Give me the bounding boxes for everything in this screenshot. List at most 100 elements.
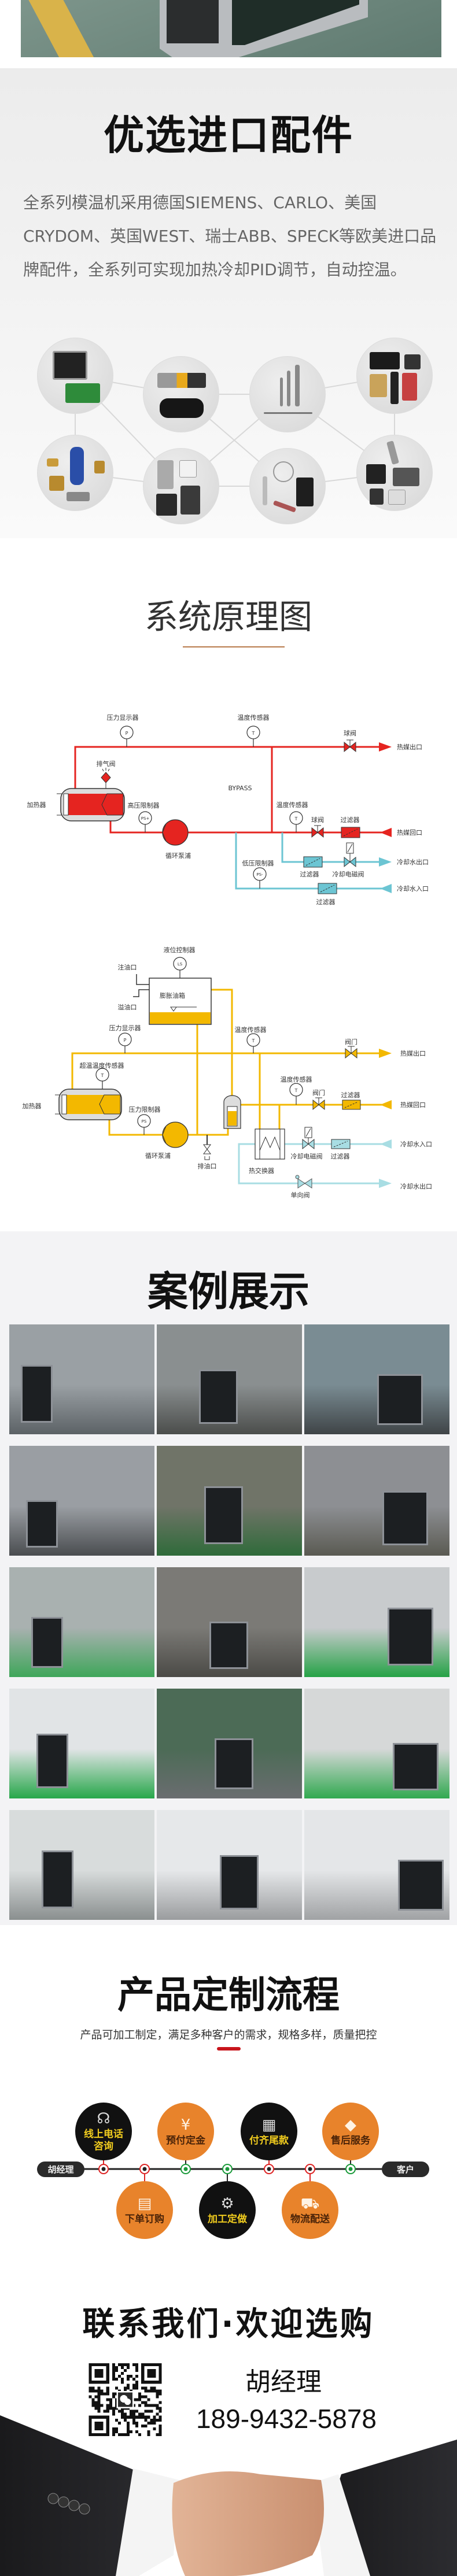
label-overtemp-sensor: 超温温度传感器 bbox=[80, 1061, 124, 1069]
qr-module bbox=[147, 2421, 150, 2425]
qr-module bbox=[97, 2401, 101, 2404]
qr-module bbox=[144, 2415, 148, 2419]
qr-module bbox=[97, 2389, 101, 2393]
qr-module bbox=[141, 2415, 145, 2419]
qr-module bbox=[112, 2363, 115, 2367]
contact-phone[interactable]: 189-9432-5878 bbox=[196, 2404, 377, 2434]
mold-temperature-machine bbox=[393, 1743, 438, 1790]
gauge-letter: LS bbox=[178, 962, 183, 967]
outlet-valve-icon bbox=[345, 1046, 358, 1059]
qr-module bbox=[115, 2398, 118, 2401]
case-photo bbox=[9, 1446, 154, 1556]
mold-temperature-machine bbox=[388, 1608, 433, 1665]
heater-icon bbox=[55, 1089, 122, 1120]
mold-temperature-machine bbox=[377, 1374, 423, 1425]
label-return-temp-sensor: 温度传感器 bbox=[281, 1075, 312, 1083]
qr-module bbox=[123, 2369, 127, 2373]
qr-module bbox=[150, 2404, 153, 2407]
qr-module bbox=[141, 2424, 145, 2427]
qr-module bbox=[141, 2412, 145, 2416]
label-return-ball-valve: 球阀 bbox=[311, 816, 324, 824]
label-drain: 排油口 bbox=[198, 1162, 217, 1170]
label-return-filter: 过滤器 bbox=[341, 1091, 360, 1099]
case-photo bbox=[304, 1324, 449, 1434]
cooling-solenoid-valve-icon bbox=[344, 842, 356, 868]
qr-module bbox=[106, 2392, 109, 2396]
mold-temperature-machine bbox=[209, 1622, 248, 1669]
qr-module bbox=[135, 2410, 139, 2413]
qr-module bbox=[147, 2433, 150, 2436]
qr-module bbox=[127, 2363, 130, 2367]
qr-module bbox=[97, 2386, 101, 2390]
hot-outlet-arrow bbox=[379, 1049, 392, 1058]
label-cool-outlet: 冷却水出口 bbox=[400, 1182, 432, 1190]
money-bag-icon: ¥ bbox=[180, 2116, 191, 2134]
qr-module bbox=[117, 2363, 121, 2367]
qr-module bbox=[138, 2392, 142, 2396]
qr-module bbox=[109, 2401, 112, 2404]
return-temperature-gauge-icon bbox=[289, 1083, 303, 1097]
qr-module bbox=[123, 2386, 127, 2390]
qr-module bbox=[109, 2407, 112, 2410]
case-photo bbox=[304, 1567, 449, 1677]
step-label: 预付定金 bbox=[166, 2134, 205, 2146]
qr-module bbox=[156, 2395, 159, 2399]
circulation-pump-icon bbox=[162, 1122, 189, 1148]
qr-module bbox=[156, 2407, 159, 2410]
product-photo bbox=[21, 0, 441, 57]
qr-module bbox=[130, 2410, 133, 2413]
left-cuff bbox=[116, 2468, 179, 2576]
qr-module bbox=[159, 2407, 162, 2410]
label-high-pressure-limiter: 高压限制器 bbox=[128, 801, 160, 809]
label-vent-valve: 排气阀 bbox=[97, 760, 116, 768]
label-level-controller: 液位控制器 bbox=[164, 946, 196, 954]
wechat-qr-code[interactable] bbox=[89, 2363, 162, 2436]
qr-module bbox=[150, 2410, 153, 2413]
label-cooling-solenoid: 冷却电磁阀 bbox=[333, 870, 364, 878]
qr-module bbox=[97, 2398, 101, 2401]
gauge-letter: PS bbox=[142, 1119, 147, 1124]
qr-module bbox=[150, 2389, 153, 2393]
label-pressure-display: 压力显示器 bbox=[107, 714, 139, 721]
cool-outlet-arrow bbox=[379, 1179, 392, 1188]
label-pump: 循环泵浦 bbox=[165, 852, 191, 860]
qr-module bbox=[103, 2392, 106, 2396]
qr-module bbox=[112, 2412, 115, 2416]
qr-module bbox=[112, 2427, 115, 2430]
step-delivery: ⛟ 物流配送 bbox=[282, 2181, 338, 2239]
qr-module bbox=[94, 2395, 98, 2399]
qr-module bbox=[159, 2430, 162, 2433]
qr-module bbox=[120, 2378, 124, 2381]
qr-module bbox=[153, 2404, 156, 2407]
step-label: 售后服务 bbox=[331, 2134, 370, 2146]
qr-module bbox=[115, 2369, 118, 2373]
gauge-letter: T bbox=[294, 816, 298, 821]
qr-module bbox=[117, 2421, 121, 2425]
contact-name: 胡经理 bbox=[245, 2367, 322, 2397]
qr-module bbox=[115, 2418, 118, 2422]
qr-module bbox=[109, 2398, 112, 2401]
label-cooling-solenoid: 冷却电磁阀 bbox=[291, 1152, 323, 1160]
timeline-node-dot bbox=[101, 2167, 106, 2171]
step-label: 下单订购 bbox=[125, 2213, 164, 2225]
step-final-payment: ▦ 付齐尾款 bbox=[241, 2103, 297, 2160]
qr-module bbox=[94, 2389, 98, 2393]
level-switch-icon bbox=[173, 957, 187, 971]
gauge-letter: T bbox=[252, 1038, 255, 1043]
qr-module bbox=[135, 2398, 139, 2401]
step-place-order: ▤ 下单订购 bbox=[116, 2181, 173, 2239]
step-after-sales: ◆ 售后服务 bbox=[322, 2103, 379, 2160]
qr-module bbox=[138, 2395, 142, 2399]
qr-module bbox=[106, 2404, 109, 2407]
gauge-letter: T bbox=[252, 731, 255, 736]
qr-module bbox=[159, 2415, 162, 2419]
water-temperature-diagram: P T PS+ T PS- bbox=[27, 713, 429, 906]
qr-module bbox=[144, 2395, 148, 2399]
parts-circle-plc-modules bbox=[356, 435, 433, 511]
qr-module bbox=[144, 2386, 148, 2390]
timeline-node-dot bbox=[183, 2167, 188, 2171]
qr-module bbox=[132, 2410, 136, 2413]
qr-module bbox=[156, 2404, 159, 2407]
qr-module bbox=[97, 2395, 101, 2399]
qr-module bbox=[138, 2404, 142, 2407]
